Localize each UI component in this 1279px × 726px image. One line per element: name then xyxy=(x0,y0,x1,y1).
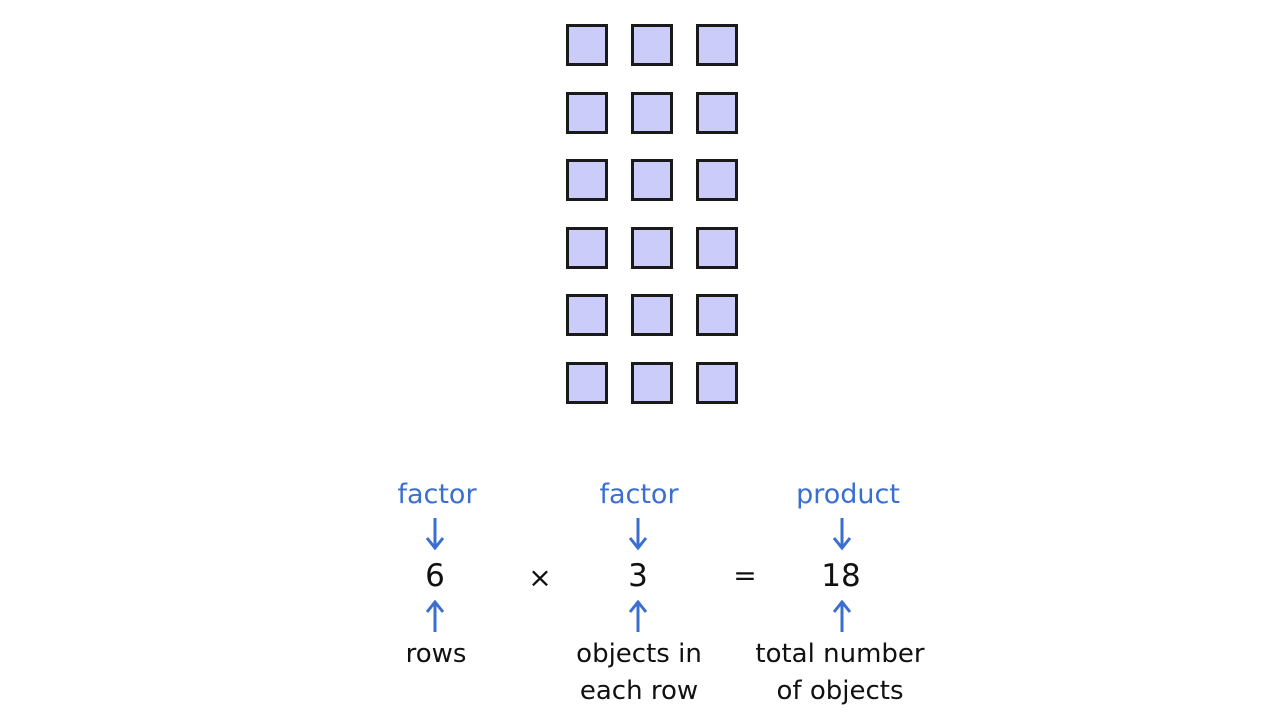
array-square xyxy=(631,24,673,66)
array-square xyxy=(631,227,673,269)
arrow-down-icon xyxy=(628,518,648,551)
product-label: product xyxy=(796,479,900,510)
array-square xyxy=(696,159,738,201)
array-square xyxy=(696,294,738,336)
arrow-up-icon xyxy=(425,599,445,632)
times-sign: × xyxy=(528,561,552,594)
array-square xyxy=(631,159,673,201)
factor1-value: 6 xyxy=(425,558,445,594)
product-value: 18 xyxy=(821,558,861,594)
array-square xyxy=(696,24,738,66)
array-square xyxy=(631,294,673,336)
array-square xyxy=(696,227,738,269)
array-square xyxy=(566,227,608,269)
factor1-description: rows xyxy=(405,639,467,669)
array-square xyxy=(566,294,608,336)
factor2-value: 3 xyxy=(628,558,648,594)
factor2-label: factor xyxy=(599,479,679,510)
array-square xyxy=(566,159,608,201)
arrow-up-icon xyxy=(628,599,648,632)
factor2-description: objects in each row xyxy=(576,639,702,706)
product-description: total number of objects xyxy=(755,639,925,706)
array-square xyxy=(696,92,738,134)
arrow-up-icon xyxy=(832,599,852,632)
array-square xyxy=(566,362,608,404)
array-square xyxy=(566,92,608,134)
array-square xyxy=(566,24,608,66)
equals-sign: = xyxy=(733,559,757,592)
object-array xyxy=(566,24,742,404)
array-square xyxy=(631,362,673,404)
array-square xyxy=(631,92,673,134)
array-square xyxy=(696,362,738,404)
factor1-label: factor xyxy=(397,479,477,510)
arrow-down-icon xyxy=(832,518,852,551)
arrow-down-icon xyxy=(425,518,445,551)
